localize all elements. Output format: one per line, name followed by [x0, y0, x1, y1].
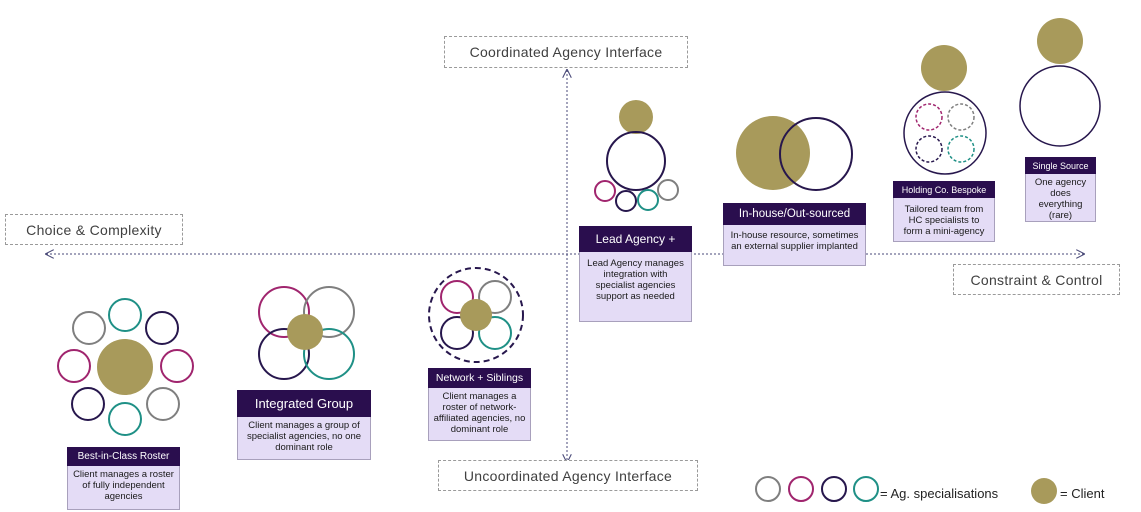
axis-label-left: Choice & Complexity: [5, 214, 183, 245]
axis-label-top: Coordinated Agency Interface: [444, 36, 688, 68]
model-description: Client manages a roster of fully indepen…: [67, 466, 180, 510]
model-inhouse-outsourced: In-house/Out-sourced In-house resource, …: [723, 203, 866, 266]
model-title: In-house/Out-sourced: [723, 203, 866, 225]
inhouse-outsourced-icon: [736, 116, 853, 191]
integrated-group-icon: [258, 286, 355, 380]
model-holding-co-bespoke: Holding Co. Bespoke Tailored team from H…: [893, 181, 995, 242]
model-lead-agency: Lead Agency + Lead Agency manages integr…: [579, 226, 692, 322]
lead-agency-icon: [594, 100, 679, 212]
model-network-siblings: Network + Siblings Client manages a rost…: [428, 368, 531, 441]
model-description: Client manages a roster of network-affil…: [428, 388, 531, 441]
legend-client-label: = Client: [1060, 486, 1105, 501]
model-title: Lead Agency +: [579, 226, 692, 252]
network-siblings-icon: [428, 267, 524, 363]
model-title: Integrated Group: [237, 390, 371, 417]
model-title: Single Source: [1025, 157, 1096, 174]
model-integrated-group: Integrated Group Client manages a group …: [237, 390, 371, 460]
model-description: Lead Agency manages integration with spe…: [579, 252, 692, 322]
model-description: In-house resource, sometimes an external…: [723, 225, 866, 266]
axis-label-right: Constraint & Control: [953, 264, 1120, 295]
legend-specialisation-circles: [755, 476, 879, 502]
best-in-class-icon: [57, 298, 194, 436]
model-title: Network + Siblings: [428, 368, 531, 388]
single-source-icon: [1019, 18, 1101, 147]
model-best-in-class-roster: Best-in-Class Roster Client manages a ro…: [67, 447, 180, 510]
legend-specialisations-label: = Ag. specialisations: [880, 486, 999, 501]
axis-label-bottom: Uncoordinated Agency Interface: [438, 460, 698, 491]
model-description: Client manages a group of specialist age…: [237, 417, 371, 460]
model-description: Tailored team from HC specialists to for…: [893, 198, 995, 242]
legend-client-circle: [1031, 478, 1057, 504]
holding-co-bespoke-icon: [903, 45, 987, 175]
model-description: One agency does everything (rare): [1025, 174, 1096, 222]
model-single-source: Single Source One agency does everything…: [1025, 157, 1096, 222]
model-title: Holding Co. Bespoke: [893, 181, 995, 198]
model-title: Best-in-Class Roster: [67, 447, 180, 466]
